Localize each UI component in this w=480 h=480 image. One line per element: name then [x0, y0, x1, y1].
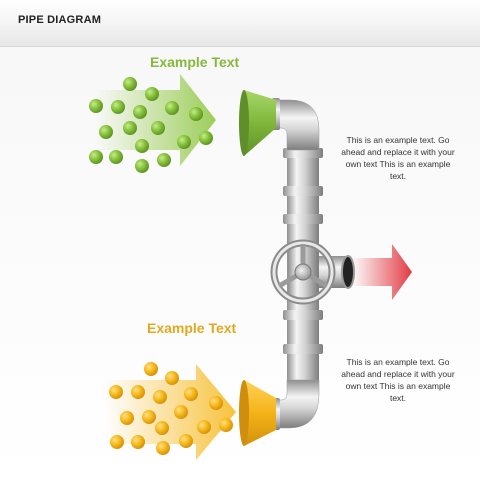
yellow-ball: [109, 385, 123, 399]
yellow-funnel: [241, 380, 276, 446]
green-particles: [89, 77, 213, 173]
bottom-elbow: [274, 379, 320, 429]
green-ball: [109, 150, 123, 164]
valve-handwheel: [270, 239, 336, 305]
yellow-ball: [209, 396, 223, 410]
green-ball: [165, 101, 179, 115]
yellow-ball: [165, 371, 179, 385]
green-ball: [89, 99, 103, 113]
yellow-ball: [131, 385, 145, 399]
yellow-ball: [120, 411, 134, 425]
side-outlet-opening: [341, 255, 355, 289]
green-ball: [123, 121, 137, 135]
yellow-ball: [142, 410, 156, 424]
pipe-joint: [283, 310, 323, 320]
yellow-ball: [197, 420, 211, 434]
yellow-ball: [131, 435, 145, 449]
green-ball: [135, 139, 149, 153]
top-input-label: Example Text: [150, 54, 240, 70]
output-arrow: [352, 244, 412, 300]
pipe-joint: [283, 148, 323, 158]
top-description: This is an example text. Go ahead and re…: [341, 135, 455, 181]
green-ball: [89, 150, 103, 164]
green-ball: [133, 105, 147, 119]
green-funnel: [241, 90, 276, 156]
yellow-ball: [184, 387, 198, 401]
top-elbow: [274, 99, 320, 151]
green-ball: [189, 107, 203, 121]
yellow-ball: [153, 390, 167, 404]
header-bar: PIPE DIAGRAM: [0, 0, 480, 47]
bottom-input-label: Example Text: [147, 320, 237, 336]
green-ball: [123, 77, 137, 91]
green-ball: [135, 159, 149, 173]
yellow-ball: [219, 418, 233, 432]
green-ball: [157, 153, 171, 167]
green-funnel-mouth: [239, 90, 249, 156]
pipe-joint: [283, 344, 323, 354]
pipe-joint: [283, 186, 323, 196]
yellow-ball: [156, 441, 170, 455]
yellow-ball: [144, 362, 158, 376]
yellow-ball: [179, 434, 193, 448]
yellow-ball: [174, 405, 188, 419]
bottom-description: This is an example text. Go ahead and re…: [341, 357, 455, 403]
green-ball: [111, 100, 125, 114]
page-title: PIPE DIAGRAM: [18, 14, 102, 26]
green-ball: [151, 121, 165, 135]
green-ball: [99, 125, 113, 139]
green-ball: [199, 131, 213, 145]
green-ball: [177, 135, 191, 149]
yellow-ball: [155, 421, 169, 435]
green-ball: [145, 87, 159, 101]
yellow-funnel-mouth: [239, 380, 249, 446]
yellow-ball: [110, 435, 124, 449]
pipe-joint: [283, 214, 323, 224]
yellow-particles: [109, 362, 233, 455]
